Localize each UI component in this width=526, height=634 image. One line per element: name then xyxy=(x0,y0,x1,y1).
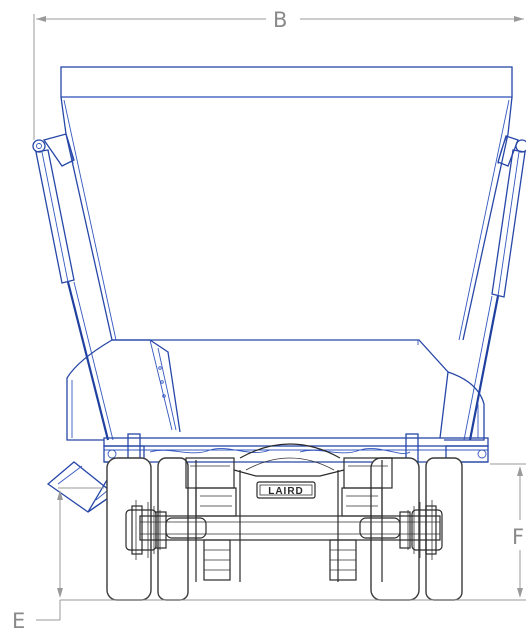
chassis xyxy=(106,443,463,601)
dimension-b-label: B xyxy=(273,8,287,32)
lower-tub xyxy=(66,339,485,441)
dimension-f: F xyxy=(490,463,526,598)
dimension-f-label: F xyxy=(512,525,524,549)
laird-logo: LAIRD xyxy=(256,481,316,499)
hopper-body xyxy=(60,66,513,341)
right-hub xyxy=(399,500,443,560)
right-ladder xyxy=(329,539,357,581)
left-hub xyxy=(125,500,167,560)
left-ladder xyxy=(203,539,231,581)
dimension-b: B xyxy=(33,8,524,140)
dimension-e-label: E xyxy=(12,609,25,633)
dimension-e: E xyxy=(12,487,104,633)
left-hydraulic-cylinder xyxy=(32,133,114,441)
tire-right-outer xyxy=(425,457,463,601)
tire-left-inner xyxy=(157,457,189,601)
tire-left-outer xyxy=(106,457,152,601)
laird-logo-text: LAIRD xyxy=(268,486,304,497)
right-hydraulic-cylinder xyxy=(463,135,526,441)
